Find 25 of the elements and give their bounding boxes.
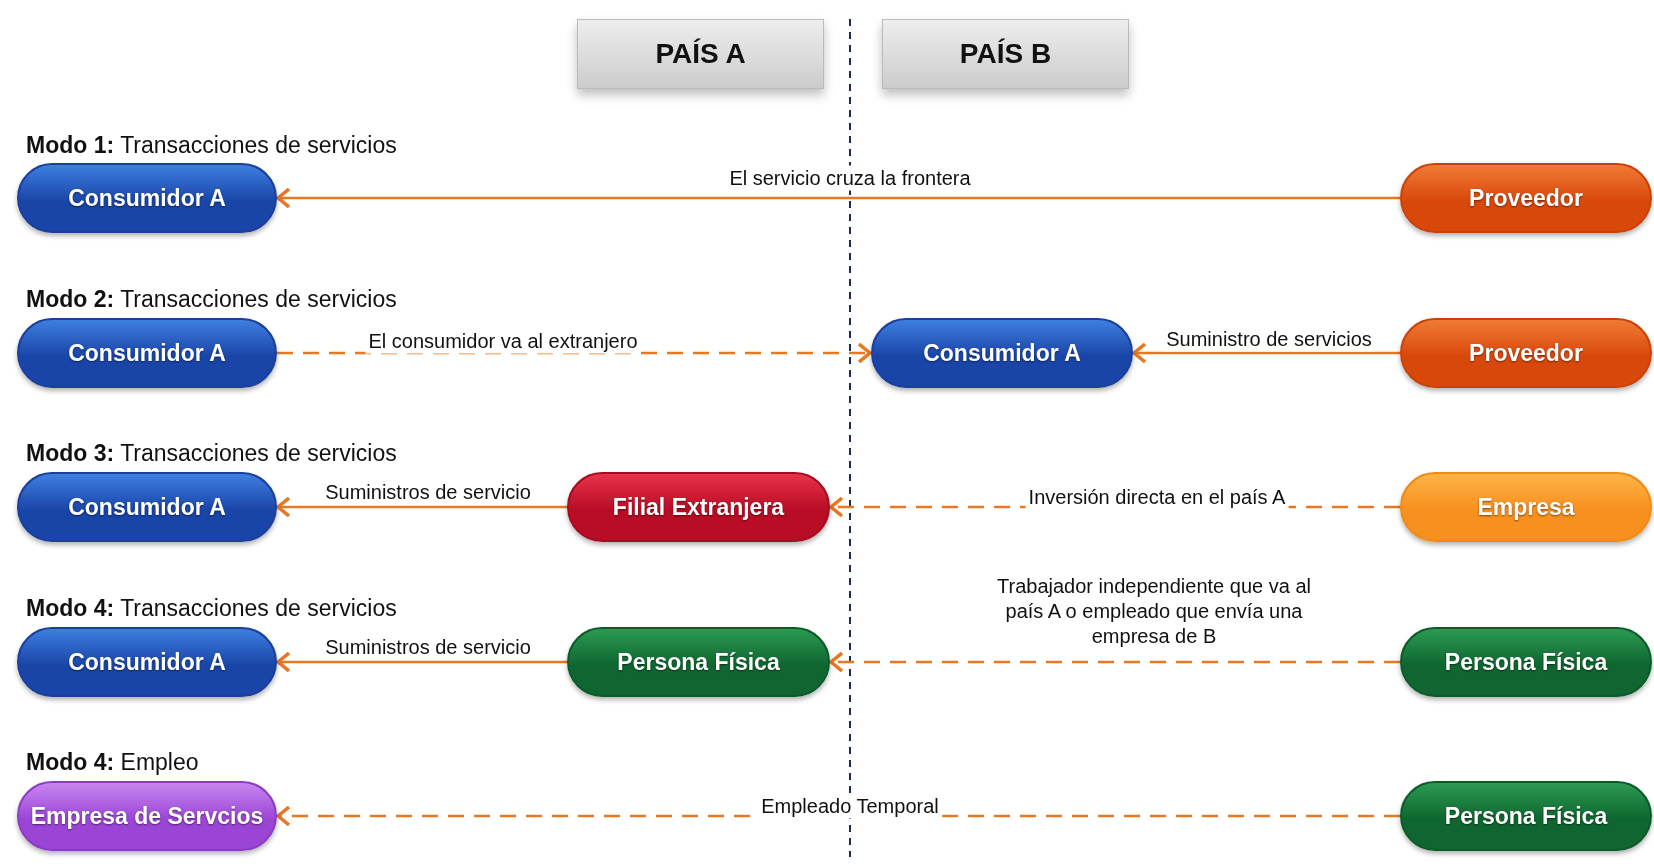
rounded-pill: Filial Extranjera xyxy=(567,472,830,542)
column-header: PAÍS B xyxy=(882,19,1129,89)
mode-heading: Modo 1: Transacciones de servicios xyxy=(26,131,397,159)
rounded-pill: Proveedor xyxy=(1400,318,1652,388)
arrow xyxy=(276,496,567,518)
rounded-pill: Consumidor A xyxy=(17,163,277,233)
column-header: PAÍS A xyxy=(577,19,824,89)
rounded-pill: Empresa xyxy=(1400,472,1652,542)
rounded-pill: Consumidor A xyxy=(871,318,1133,388)
rounded-pill: Persona Física xyxy=(1400,781,1652,851)
rounded-pill: Persona Física xyxy=(567,627,830,697)
rounded-pill: Consumidor A xyxy=(17,318,277,388)
mode-heading: Modo 3: Transacciones de servicios xyxy=(26,439,397,467)
rounded-pill: Persona Física xyxy=(1400,627,1652,697)
mode-heading: Modo 4: Empleo xyxy=(26,748,199,776)
mode-heading: Modo 4: Transacciones de servicios xyxy=(26,594,397,622)
rounded-pill: Consumidor A xyxy=(17,627,277,697)
arrow xyxy=(829,651,1400,673)
arrow xyxy=(276,651,567,673)
rounded-pill: Empresa de Servcios xyxy=(17,781,277,851)
mode-heading: Modo 2: Transacciones de servicios xyxy=(26,285,397,313)
arrow xyxy=(1132,342,1400,364)
arrow xyxy=(276,187,1400,209)
rounded-pill: Proveedor xyxy=(1400,163,1652,233)
rounded-pill: Consumidor A xyxy=(17,472,277,542)
